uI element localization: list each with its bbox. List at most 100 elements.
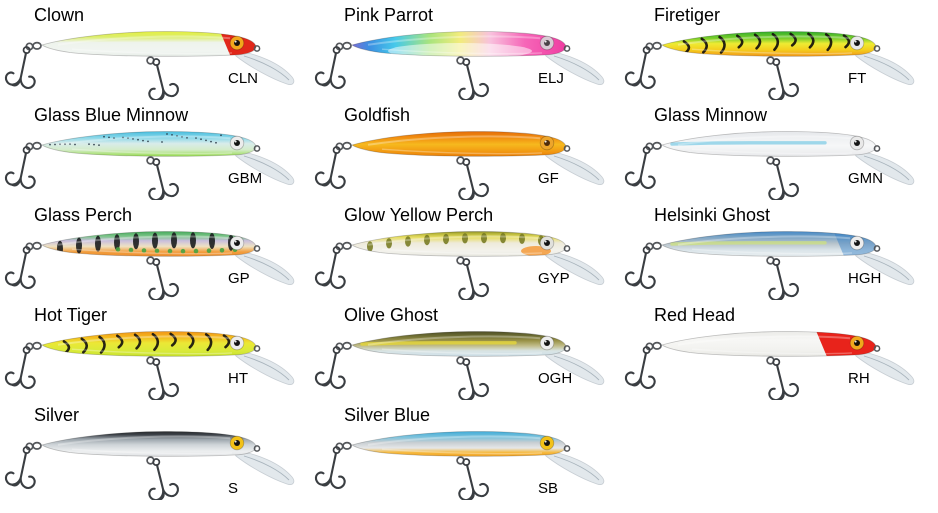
belly-dot [115, 247, 121, 252]
eye [229, 435, 245, 451]
diving-lip [853, 249, 915, 285]
lure-card-rh: Red Head RH [620, 300, 938, 400]
diving-lip [233, 449, 295, 485]
belly-dot [154, 248, 160, 254]
lure-image [4, 331, 295, 400]
treble-hook-icon [624, 146, 656, 189]
eye [539, 235, 555, 251]
lure-name-label: Firetiger [654, 5, 721, 25]
line-tie-loop [873, 45, 881, 52]
lure-card-s: Silver S [0, 400, 310, 513]
lure-name-label: Hot Tiger [34, 305, 108, 325]
lure-card-elj: Pink Parrot ELJ [310, 0, 620, 100]
lure-name-label: Goldfish [344, 105, 411, 125]
line-tie-loop [253, 245, 261, 252]
line-tie-loop [873, 145, 881, 152]
treble-hook-icon [768, 258, 799, 300]
line-tie-loop [563, 45, 571, 52]
diving-lip [543, 249, 605, 285]
line-tie-loop [563, 245, 571, 252]
lure-card-sb: Silver Blue SB [310, 400, 620, 513]
diving-lip [233, 249, 295, 285]
eye [539, 335, 555, 351]
perch-bar [519, 233, 525, 244]
treble-hook-icon [4, 346, 36, 389]
belly-dot [219, 248, 225, 253]
belly-dot [193, 248, 199, 254]
perch-bar [76, 237, 82, 254]
belly-dot [180, 248, 186, 254]
perch-bar [209, 233, 215, 249]
diving-lip [543, 149, 605, 185]
belly-dot [141, 248, 147, 253]
lure-code-label: HGH [848, 270, 882, 287]
diving-lip [543, 449, 605, 485]
treble-hook-icon [148, 458, 179, 500]
perch-bar [367, 241, 373, 252]
lure-code-label: OGH [538, 370, 573, 387]
lure-code-label: HT [228, 370, 248, 387]
treble-hook-icon [624, 246, 656, 289]
lure-name-label: Helsinki Ghost [654, 205, 771, 225]
eye [539, 435, 555, 451]
line-tie-loop [563, 445, 571, 452]
diving-lip [233, 149, 295, 185]
lure-image [624, 31, 915, 100]
lure-card-gf: Goldfish GF [310, 100, 620, 200]
lure-card-gp: Glass Perch GP [0, 200, 310, 300]
line-tie-loop [873, 345, 881, 352]
lure-name-label: Silver Blue [344, 405, 431, 425]
lure-image [314, 231, 605, 300]
lure-body [42, 231, 256, 257]
lure-grid-row: Glass Blue Minnow GBM [0, 100, 938, 200]
treble-hook-icon [4, 46, 36, 89]
lure-name-label: Pink Parrot [344, 5, 434, 25]
lure-code-label: RH [848, 370, 870, 387]
lure-body [662, 31, 876, 57]
eye [229, 135, 245, 151]
perch-bar [152, 232, 158, 249]
side-streak [670, 241, 827, 246]
line-tie-loop [563, 345, 571, 352]
treble-hook-icon [4, 446, 36, 489]
lure-image [314, 131, 605, 200]
belly-dot [167, 248, 173, 254]
lure-image [624, 231, 915, 300]
lure-image [624, 331, 915, 400]
lure-image [314, 331, 605, 400]
treble-hook-icon [314, 46, 346, 89]
eye [849, 235, 865, 251]
eye [229, 335, 245, 351]
diving-lip [853, 149, 915, 185]
perch-bar [462, 233, 468, 244]
lure-card-gbm: Glass Blue Minnow GBM [0, 100, 310, 200]
eye [229, 235, 245, 251]
lure-code-label: GMN [848, 170, 883, 187]
eye [229, 35, 245, 51]
diving-lip [853, 349, 915, 385]
lure-name-label: Red Head [654, 305, 736, 325]
treble-hook-icon [458, 258, 489, 300]
lure-image [314, 31, 605, 100]
treble-hook-icon [148, 58, 179, 100]
lure-name-label: Glass Minnow [654, 105, 768, 125]
tiger-stripes [62, 332, 231, 355]
lure-name-label: Clown [34, 5, 85, 25]
diving-lip [543, 49, 605, 85]
perch-bar [190, 232, 196, 249]
lure-code-label: GBM [228, 170, 263, 187]
treble-hook-icon [314, 146, 346, 189]
belly-dot [128, 247, 134, 253]
lure-body [352, 131, 566, 157]
lure-image [314, 431, 605, 500]
treble-hook-icon [624, 46, 656, 89]
lure-code-label: SB [538, 480, 559, 497]
lure-name-label: Glow Yellow Perch [344, 205, 494, 225]
perch-bar [57, 240, 63, 257]
lure-body [42, 431, 256, 457]
line-tie-loop [253, 45, 261, 52]
lure-code-label: GP [228, 270, 250, 287]
diving-lip [853, 49, 915, 85]
lure-code-label: FT [848, 70, 867, 87]
treble-hook-icon [458, 358, 489, 400]
